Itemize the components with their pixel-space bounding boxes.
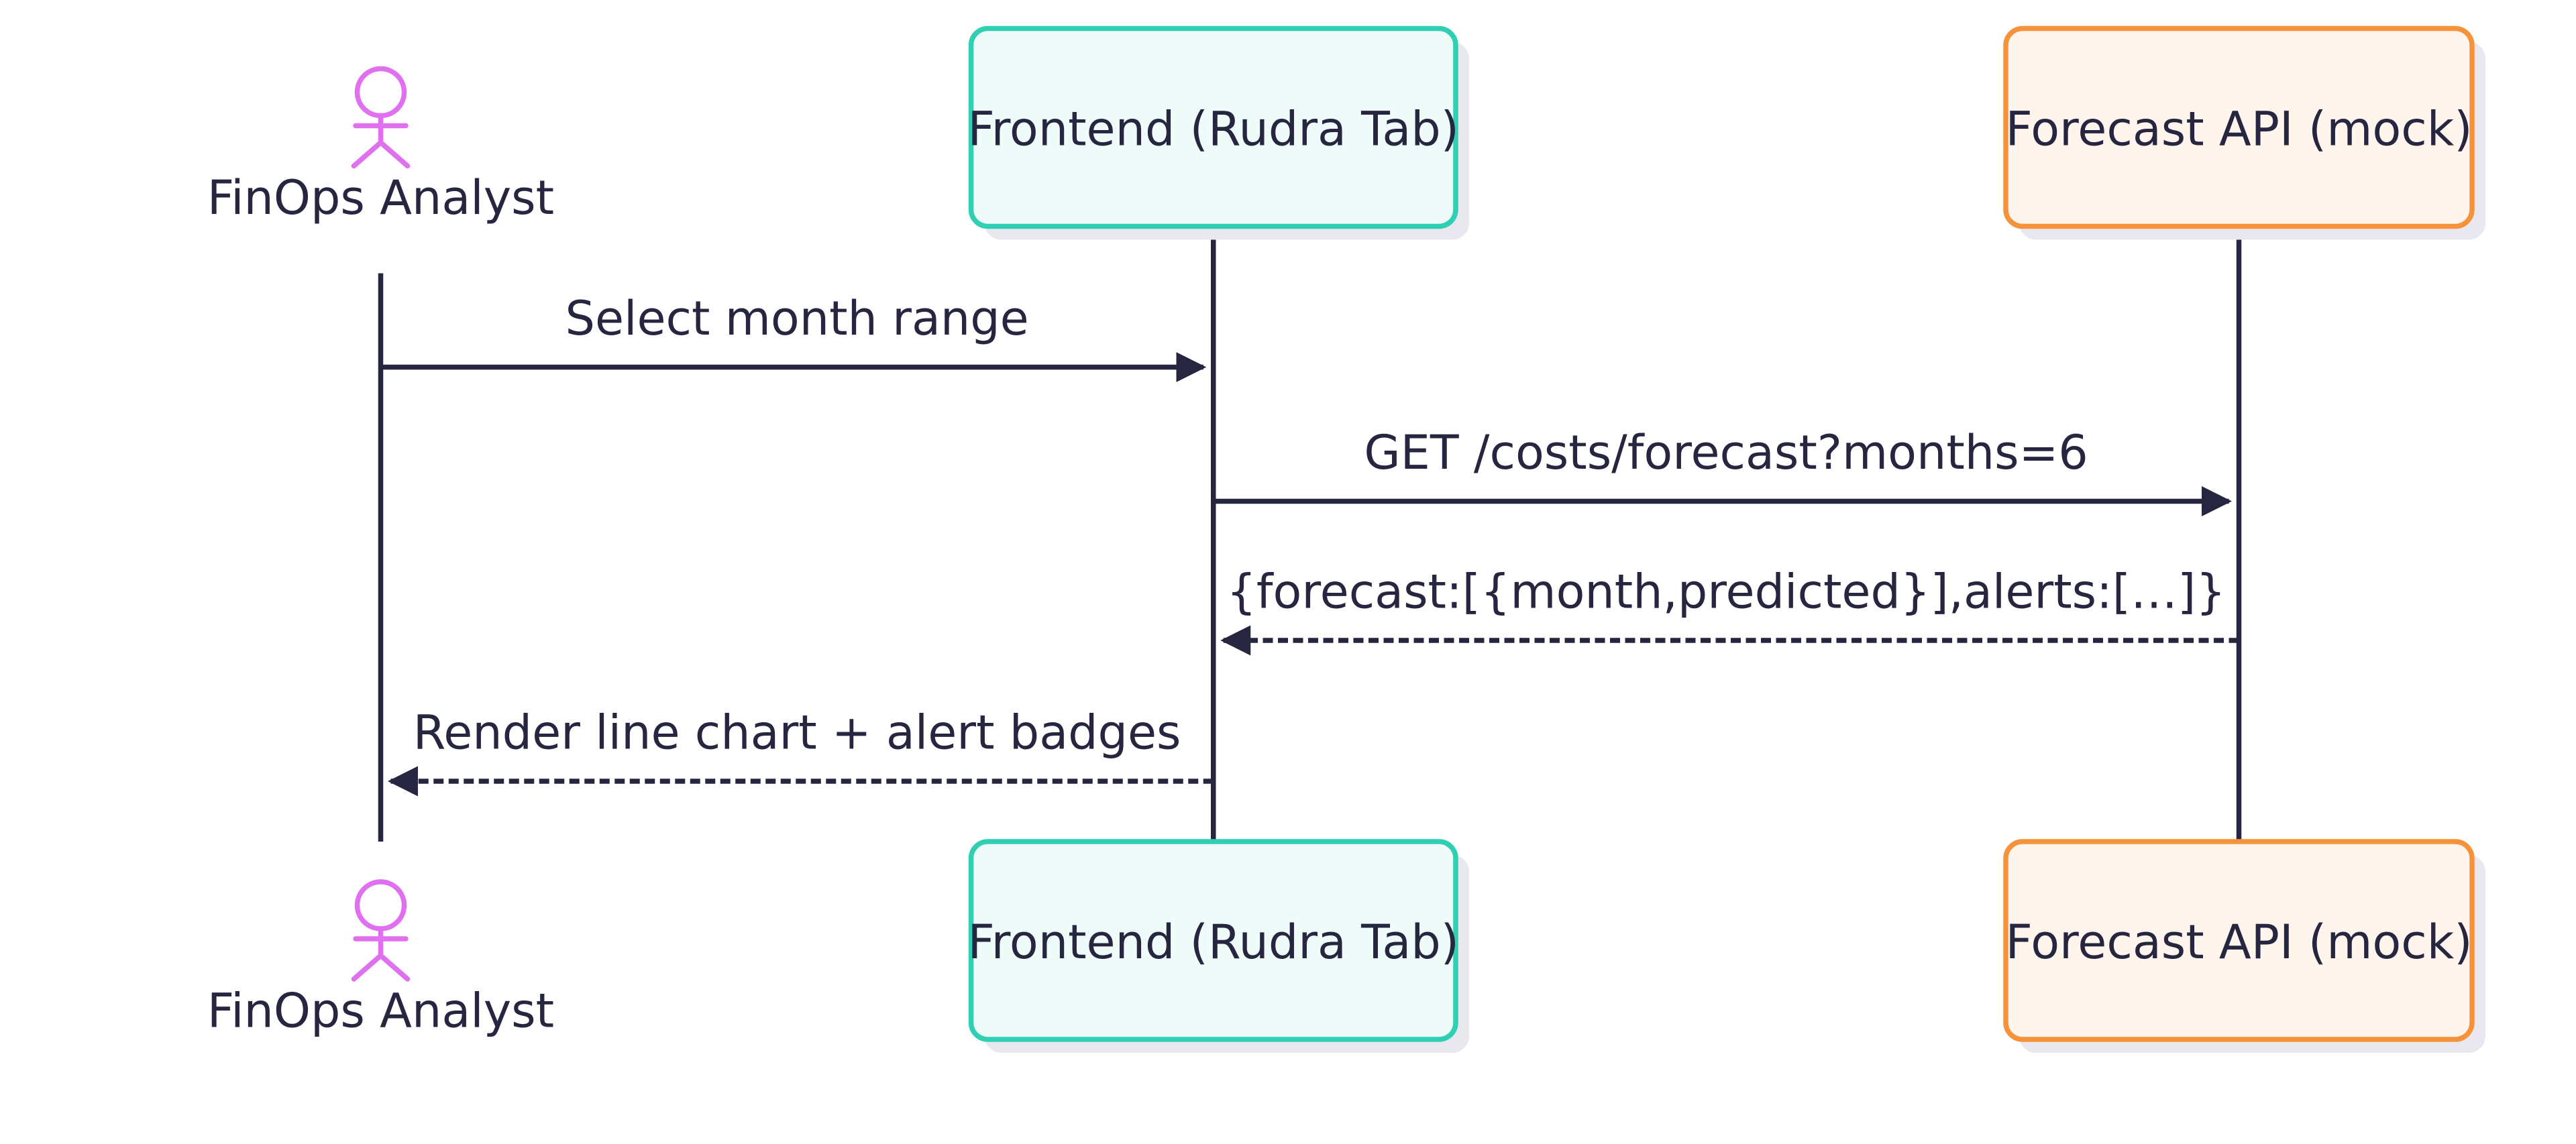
- participant-frontend-top: Frontend (Rudra Tab): [967, 25, 1469, 240]
- participant-box: [2003, 839, 2475, 1042]
- participant-box: [2003, 25, 2475, 229]
- actor-label: FinOps Analyst: [207, 170, 554, 225]
- person-icon: [351, 66, 411, 169]
- message-2: GET /costs/forecast?months=6: [1213, 425, 2232, 516]
- message-label: {forecast:[{month,predicted}],alerts:[…]…: [1226, 565, 2225, 620]
- participant-box: [968, 839, 1458, 1042]
- participant-frontend-bottom: Frontend (Rudra Tab): [967, 839, 1469, 1053]
- message-3: {forecast:[{month,predicted}],alerts:[…]…: [1220, 565, 2239, 656]
- participant-label: Forecast API (mock): [2005, 102, 2472, 157]
- person-icon: [351, 879, 411, 982]
- participant-label: Forecast API (mock): [2005, 915, 2472, 970]
- message-1: Select month range: [380, 291, 1207, 382]
- actor-label: FinOps Analyst: [207, 984, 554, 1039]
- message-4: Render line chart + alert badges: [388, 705, 1214, 797]
- participant-api-top: Forecast API (mock): [2003, 25, 2485, 240]
- message-label: Render line chart + alert badges: [413, 705, 1181, 760]
- actor-analyst-top: FinOps Analyst: [207, 66, 554, 225]
- participant-label: Frontend (Rudra Tab): [967, 915, 1459, 970]
- participant-api-bottom: Forecast API (mock): [2003, 839, 2485, 1053]
- message-label: Select month range: [566, 291, 1029, 346]
- message-label: GET /costs/forecast?months=6: [1364, 425, 2088, 480]
- participant-label: Frontend (Rudra Tab): [967, 102, 1459, 157]
- participant-box: [968, 25, 1458, 229]
- actor-analyst-bottom: FinOps Analyst: [207, 879, 554, 1039]
